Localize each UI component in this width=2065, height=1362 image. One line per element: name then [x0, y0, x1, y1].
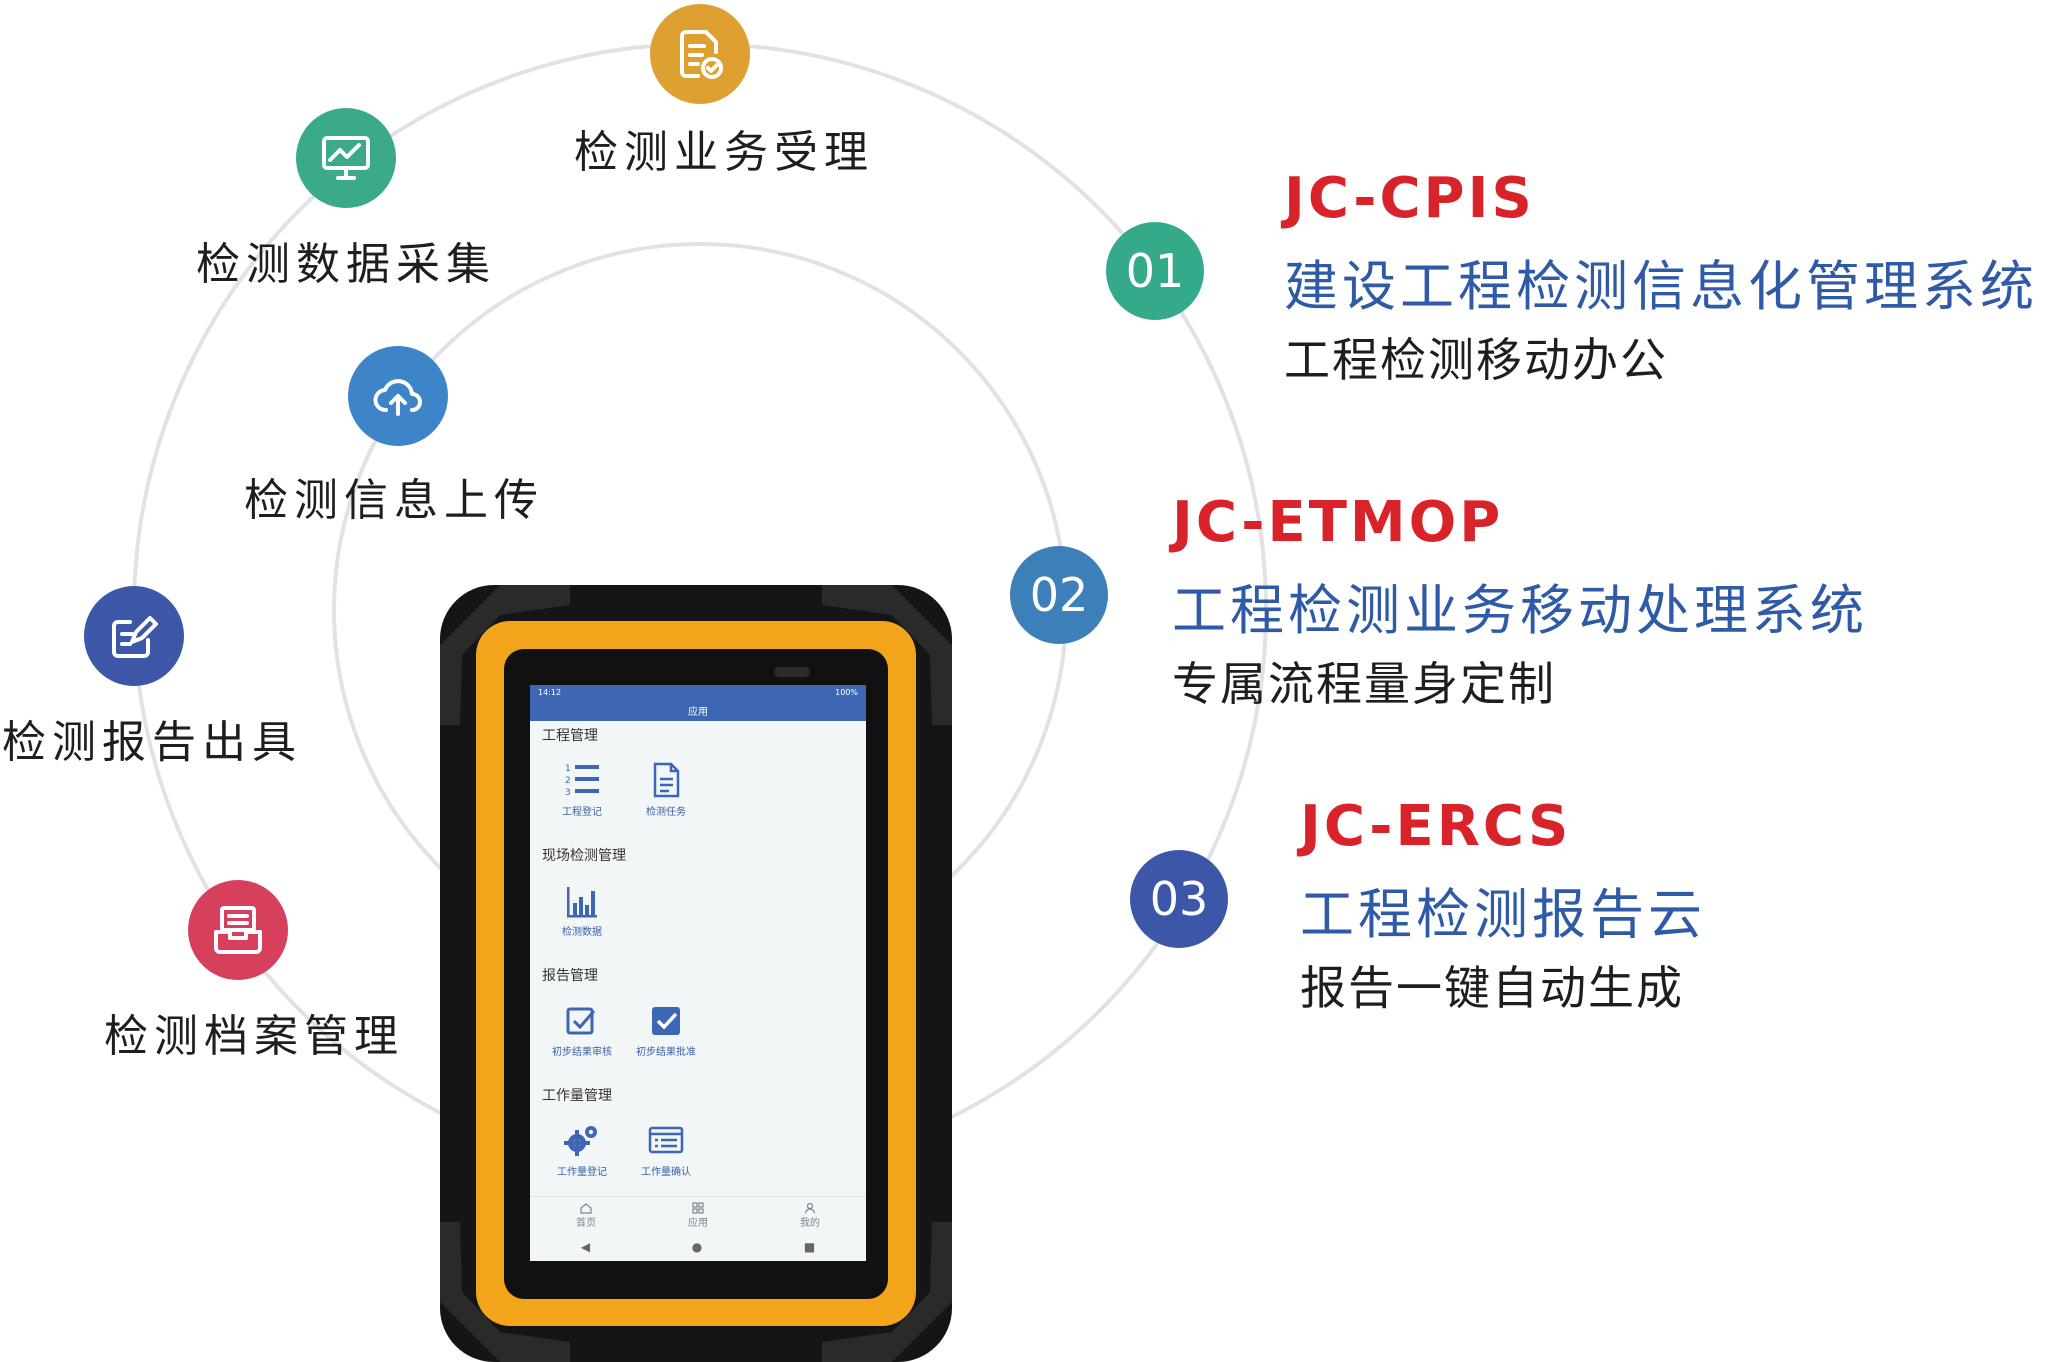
- feature-icon-upload: [348, 346, 448, 446]
- system-badge-03: 03: [1130, 850, 1228, 948]
- feature-icon-report: [84, 586, 184, 686]
- app-test-task[interactable]: 检测任务: [624, 751, 708, 818]
- app-label: 工作量确认: [641, 1167, 691, 1178]
- bar-chart-icon: [567, 887, 597, 918]
- app-preliminary-review[interactable]: 初步结果审核: [540, 991, 624, 1058]
- system-desc-03: 报告一键自动生成: [1300, 961, 1684, 1015]
- tab-label: 首页: [576, 1217, 596, 1229]
- svg-text:1: 1: [565, 764, 571, 774]
- system-desc-02: 专属流程量身定制: [1172, 657, 1556, 711]
- section-title-workload: 工作量管理: [542, 1088, 612, 1104]
- bottom-tab-bar: 首页 应用 我的: [530, 1196, 866, 1233]
- tab-me[interactable]: 我的: [800, 1202, 820, 1229]
- app-row-field: 检测数据: [530, 871, 866, 961]
- checkbox-outline-icon: [566, 1007, 596, 1035]
- feature-icon-data: [296, 108, 396, 208]
- svg-text:3: 3: [565, 788, 571, 798]
- app-row-report: 初步结果审核 初步结果批准: [530, 991, 866, 1081]
- document-check-icon: [680, 30, 723, 79]
- user-icon: [804, 1202, 816, 1214]
- section-title-field: 现场检测管理: [542, 848, 626, 864]
- system-code-02: JC-ETMOP: [1172, 490, 1504, 555]
- nav-home-button[interactable]: ●: [691, 1240, 703, 1254]
- tablet-screen: 14:12 100% 应用 工程管理 1 2 3 工程登记 检测任务: [530, 685, 866, 1261]
- list-window-icon: [648, 1126, 684, 1154]
- status-bar: 14:12 100%: [530, 685, 866, 699]
- system-name-01: 建设工程检测信息化管理系统: [1284, 255, 2038, 318]
- tab-label: 应用: [688, 1217, 708, 1229]
- app-label: 工作量登记: [557, 1167, 607, 1178]
- nav-back-button[interactable]: ◀: [580, 1240, 591, 1254]
- feature-label-report: 检测报告出具: [2, 717, 302, 768]
- status-time: 14:12: [538, 687, 562, 697]
- system-code-03: JC-ERCS: [1300, 794, 1572, 859]
- feature-label-business: 检测业务受理: [574, 127, 874, 178]
- report-edit-icon: [112, 616, 158, 658]
- system-desc-01: 工程检测移动办公: [1284, 333, 1668, 387]
- nav-recents-button[interactable]: ■: [803, 1240, 816, 1254]
- status-battery: 100%: [835, 687, 858, 697]
- gears-icon: [564, 1126, 597, 1156]
- cloud-upload-icon: [373, 379, 422, 416]
- feature-label-data: 检测数据采集: [196, 239, 496, 290]
- archive-box-icon: [214, 906, 262, 954]
- tab-label: 我的: [800, 1217, 820, 1229]
- numbered-list-icon: 1 2 3: [565, 764, 599, 798]
- app-row-project: 1 2 3 工程登记 检测任务: [530, 751, 866, 841]
- system-code-01: JC-CPIS: [1284, 166, 1535, 231]
- app-preliminary-approve[interactable]: 初步结果批准: [624, 991, 708, 1058]
- app-label: 工程登记: [562, 807, 602, 818]
- app-label: 检测任务: [646, 807, 686, 818]
- app-label: 初步结果批准: [636, 1047, 696, 1058]
- app-test-data[interactable]: 检测数据: [540, 871, 624, 938]
- app-title: 应用: [530, 699, 866, 721]
- feature-icon-archive: [188, 880, 288, 980]
- tab-home[interactable]: 首页: [576, 1202, 596, 1229]
- document-icon: [653, 762, 680, 798]
- app-project-register[interactable]: 1 2 3 工程登记: [540, 751, 624, 818]
- system-badge-01: 01: [1106, 222, 1204, 320]
- app-label: 检测数据: [562, 927, 602, 938]
- app-workload-register[interactable]: 工作量登记: [540, 1111, 624, 1178]
- svg-text:2: 2: [565, 776, 571, 786]
- checkbox-filled-icon: [652, 1007, 680, 1035]
- system-nav-bar: ◀ ● ■: [530, 1233, 866, 1261]
- app-workload-confirm[interactable]: 工作量确认: [624, 1111, 708, 1178]
- app-label: 初步结果审核: [552, 1047, 612, 1058]
- section-title-project: 工程管理: [542, 728, 598, 744]
- feature-icon-business: [650, 4, 750, 104]
- system-badge-02: 02: [1010, 546, 1108, 644]
- feature-label-archive: 检测档案管理: [104, 1011, 404, 1062]
- rugged-tablet: 14:12 100% 应用 工程管理 1 2 3 工程登记 检测任务: [440, 585, 952, 1362]
- monitor-chart-icon: [322, 136, 370, 180]
- app-row-workload: 工作量登记 工作量确认: [530, 1111, 866, 1201]
- home-icon: [580, 1202, 592, 1214]
- section-title-report: 报告管理: [542, 968, 598, 984]
- tab-apps[interactable]: 应用: [688, 1201, 708, 1229]
- system-name-02: 工程检测业务移动处理系统: [1172, 579, 1868, 642]
- feature-label-upload: 检测信息上传: [244, 475, 544, 526]
- system-name-03: 工程检测报告云: [1300, 883, 1706, 946]
- grid-icon: [692, 1201, 704, 1214]
